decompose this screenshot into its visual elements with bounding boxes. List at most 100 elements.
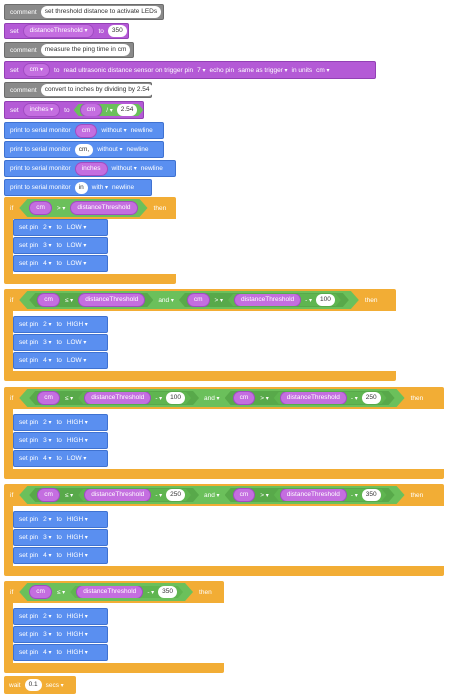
divide-expression[interactable]: cm / 2.54 (74, 104, 144, 116)
set-pin-block[interactable]: set pin2toHIGH (13, 608, 108, 625)
set-pin-block[interactable]: set pin2toLOW (13, 219, 108, 236)
comment-block-2[interactable]: comment measure the ping time in cm (4, 42, 134, 58)
newline-mode-dropdown[interactable]: without (97, 146, 122, 153)
wait-unit-dropdown[interactable]: secs (46, 682, 64, 689)
set-pin-block[interactable]: set pin3toLOW (13, 237, 108, 254)
number-input[interactable]: 250 (362, 392, 381, 404)
print-block-1[interactable]: print to serial monitor cm without newli… (4, 122, 164, 139)
set-inches-block[interactable]: set inches to cm / 2.54 (4, 101, 144, 119)
threshold-variable[interactable]: distanceThreshold (234, 293, 301, 307)
variable-dropdown[interactable]: inches (22, 103, 61, 117)
pin-dropdown[interactable]: 4 (43, 552, 51, 559)
print-block-2[interactable]: print to serial monitor cm, without newl… (4, 141, 164, 158)
math-operator[interactable]: - (147, 589, 154, 596)
compare-operator[interactable]: > (57, 205, 65, 212)
threshold-variable[interactable]: distanceThreshold (84, 391, 151, 405)
newline-mode-dropdown[interactable]: with (92, 184, 108, 191)
cm-variable[interactable]: cm (37, 391, 60, 405)
number-input[interactable]: 100 (166, 392, 185, 404)
subtract-expression[interactable]: distanceThreshold - 350 (274, 489, 387, 501)
subtract-expression[interactable]: distanceThreshold - 100 (228, 294, 341, 306)
set-distance-threshold-block[interactable]: set distanceThreshold to 350 (4, 23, 129, 39)
level-dropdown[interactable]: LOW (67, 260, 87, 267)
level-dropdown[interactable]: HIGH (67, 534, 88, 541)
left-comparison[interactable]: cm ≤ distanceThreshold - 100 (29, 391, 199, 405)
operator-dropdown[interactable]: / (106, 107, 113, 114)
set-pin-block[interactable]: set pin3toHIGH (13, 432, 108, 449)
echo-pin-dropdown[interactable]: same as trigger (238, 67, 287, 74)
pin-dropdown[interactable]: 3 (43, 534, 51, 541)
pin-dropdown[interactable]: 4 (43, 455, 51, 462)
set-pin-block[interactable]: set pin4toLOW (13, 450, 108, 467)
condition[interactable]: cm ≤ distanceThreshold - 100 and cm > di… (19, 389, 404, 407)
threshold-variable[interactable]: distanceThreshold (84, 488, 151, 502)
level-dropdown[interactable]: LOW (67, 224, 87, 231)
level-dropdown[interactable]: HIGH (67, 321, 88, 328)
cm-variable[interactable]: cm (37, 488, 60, 502)
threshold-variable[interactable]: distanceThreshold (280, 488, 347, 502)
condition[interactable]: cm ≤ distanceThreshold - 250 and cm > di… (19, 486, 404, 504)
units-dropdown[interactable]: cm (316, 67, 329, 74)
level-dropdown[interactable]: LOW (67, 242, 87, 249)
math-operator[interactable]: - (351, 492, 358, 499)
cm-variable[interactable]: cm (80, 103, 103, 117)
pin-dropdown[interactable]: 3 (43, 242, 51, 249)
pin-dropdown[interactable]: 2 (43, 224, 51, 231)
divisor-input[interactable]: 2.54 (117, 104, 138, 116)
set-pin-block[interactable]: set pin4toHIGH (13, 644, 108, 661)
number-input[interactable]: 250 (166, 489, 185, 501)
subtract-expression[interactable]: distanceThreshold - 100 (78, 392, 191, 404)
set-pin-block[interactable]: set pin4toLOW (13, 255, 108, 272)
compare-operator[interactable]: > (215, 297, 223, 304)
level-dropdown[interactable]: LOW (67, 455, 87, 462)
set-pin-block[interactable]: set pin2toHIGH (13, 316, 108, 333)
level-dropdown[interactable]: HIGH (67, 613, 88, 620)
print-value[interactable]: cm, (74, 143, 94, 156)
left-comparison[interactable]: cm ≤ distanceThreshold (29, 293, 153, 307)
pin-dropdown[interactable]: 2 (43, 321, 51, 328)
level-dropdown[interactable]: HIGH (67, 649, 88, 656)
variable-dropdown[interactable]: distanceThreshold (22, 24, 95, 38)
comment-block-3[interactable]: comment convert to inches by dividing by… (4, 82, 154, 98)
right-comparison[interactable]: cm > distanceThreshold - 100 (179, 293, 349, 307)
print-block-4[interactable]: print to serial monitor in with newline (4, 179, 152, 196)
cm-variable[interactable]: cm (29, 585, 52, 599)
subtract-expression[interactable]: distanceThreshold - 350 (70, 586, 183, 598)
variable-dropdown[interactable]: cm (22, 63, 51, 77)
level-dropdown[interactable]: HIGH (67, 419, 88, 426)
subtract-expression[interactable]: distanceThreshold - 250 (78, 489, 191, 501)
pin-dropdown[interactable]: 2 (43, 613, 51, 620)
pin-dropdown[interactable]: 3 (43, 631, 51, 638)
pin-dropdown[interactable]: 2 (43, 419, 51, 426)
subtract-expression[interactable]: distanceThreshold - 250 (274, 392, 387, 404)
level-dropdown[interactable]: HIGH (67, 437, 88, 444)
print-block-3[interactable]: print to serial monitor inches without n… (4, 160, 176, 177)
right-comparison[interactable]: cm > distanceThreshold - 250 (225, 391, 395, 405)
comment-text[interactable]: measure the ping time in cm (40, 44, 131, 56)
cm-variable[interactable]: cm (37, 293, 60, 307)
comment-text[interactable]: set threshold distance to activate LEDs (40, 6, 162, 18)
pin-dropdown[interactable]: 4 (43, 649, 51, 656)
compare-operator[interactable]: ≤ (57, 589, 65, 596)
print-value[interactable]: cm (74, 123, 98, 138)
compare-operator[interactable]: ≤ (65, 395, 73, 402)
number-input[interactable]: 350 (158, 586, 177, 598)
print-value[interactable]: inches (74, 161, 108, 176)
level-dropdown[interactable]: HIGH (67, 516, 88, 523)
set-pin-block[interactable]: set pin3toHIGH (13, 529, 108, 546)
left-comparison[interactable]: cm ≤ distanceThreshold - 250 (29, 488, 199, 502)
logic-operator[interactable]: and (204, 395, 220, 402)
pin-dropdown[interactable]: 4 (43, 357, 51, 364)
cm-variable[interactable]: cm (187, 293, 210, 307)
pin-dropdown[interactable]: 3 (43, 437, 51, 444)
math-operator[interactable]: - (305, 297, 312, 304)
set-pin-block[interactable]: set pin3toLOW (13, 334, 108, 351)
cm-variable[interactable]: cm (233, 391, 256, 405)
number-input[interactable]: 100 (316, 294, 335, 306)
threshold-variable[interactable]: distanceThreshold (76, 585, 143, 599)
pin-dropdown[interactable]: 2 (43, 516, 51, 523)
logic-operator[interactable]: and (204, 492, 220, 499)
logic-operator[interactable]: and (158, 297, 174, 304)
condition[interactable]: cm > distanceThreshold (19, 199, 147, 217)
wait-block[interactable]: wait 0.1 secs (4, 676, 76, 694)
